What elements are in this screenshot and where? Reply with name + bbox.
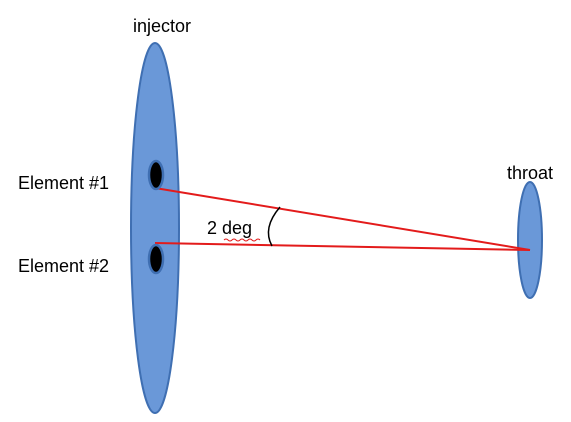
element-1-label: Element #1 [18, 173, 109, 193]
throat-label: throat [507, 163, 553, 183]
angle-label: 2 deg [207, 218, 252, 238]
element-1-orifice [147, 159, 165, 191]
angle-arc [267, 206, 281, 247]
injector-shape [130, 42, 180, 414]
element-2-ray [154, 242, 531, 251]
spellcheck-underline [223, 238, 261, 242]
injector-label: injector [133, 16, 191, 36]
throat-shape [517, 181, 543, 299]
element-2-orifice [147, 243, 165, 275]
element-1-ray [154, 187, 531, 251]
element-2-label: Element #2 [18, 256, 109, 276]
